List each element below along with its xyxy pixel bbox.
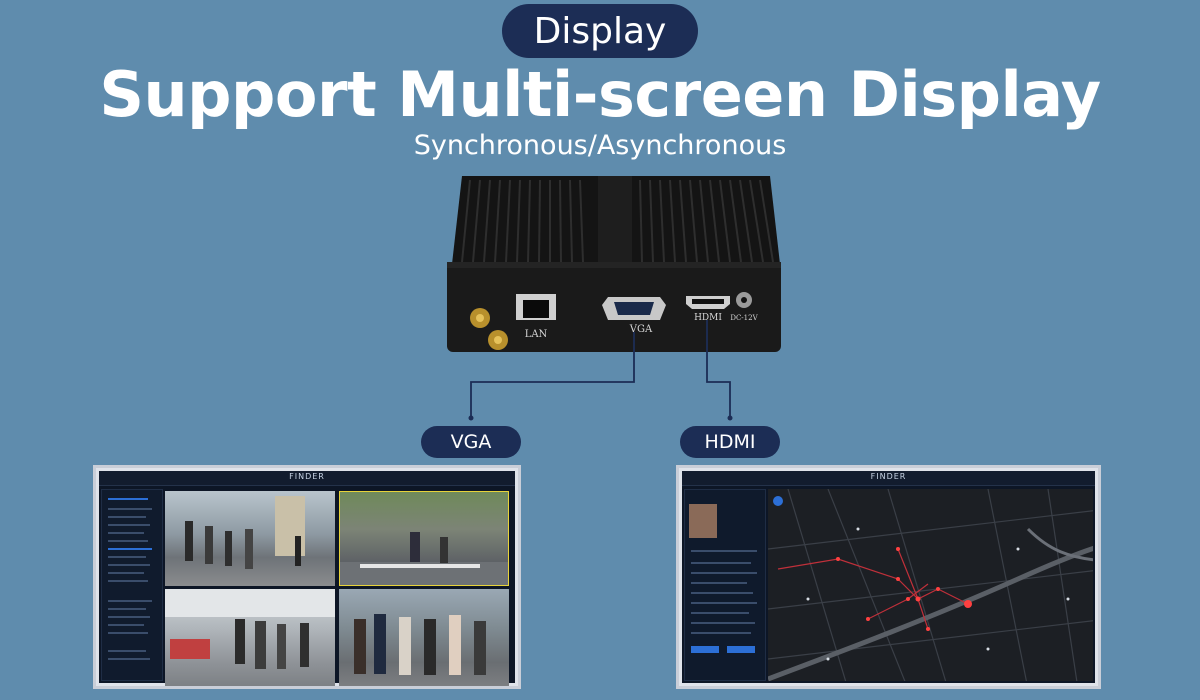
hdmi-port-label: HDMI bbox=[694, 313, 722, 323]
camera-feed bbox=[165, 491, 335, 586]
vga-screen-preview: FINDER bbox=[93, 465, 521, 689]
vga-output-label: VGA bbox=[421, 426, 521, 458]
map-app-screen: FINDER bbox=[682, 471, 1095, 683]
face-thumbnail bbox=[689, 504, 717, 538]
camera-list-sidebar bbox=[101, 489, 163, 681]
display-badge: Display bbox=[502, 4, 698, 58]
lan-port-label: LAN bbox=[525, 329, 548, 340]
app-brand: FINDER bbox=[289, 472, 325, 481]
track-map bbox=[768, 489, 1093, 681]
action-button[interactable] bbox=[691, 646, 719, 653]
headline: Support Multi-screen Display bbox=[99, 58, 1101, 131]
surveillance-app-screen: FINDER bbox=[99, 471, 515, 686]
hdmi-connector-line bbox=[706, 320, 731, 418]
search-panel bbox=[684, 489, 766, 681]
app-brand: FINDER bbox=[870, 472, 907, 481]
heatsink-center-channel bbox=[598, 176, 632, 270]
camera-feed bbox=[339, 491, 509, 586]
app-topbar: FINDER bbox=[682, 471, 1095, 486]
app-topbar: FINDER bbox=[99, 471, 515, 486]
camera-feed bbox=[339, 589, 509, 686]
subheadline: Synchronous/Asynchronous bbox=[413, 130, 787, 161]
vga-port-label: VGA bbox=[629, 324, 653, 335]
camera-feed bbox=[165, 589, 335, 686]
hdmi-output-label: HDMI bbox=[680, 426, 780, 458]
vga-connector-line bbox=[470, 332, 635, 418]
dc-port-label: DC-12V bbox=[730, 314, 758, 322]
hdmi-screen-preview: FINDER bbox=[676, 465, 1101, 689]
action-button[interactable] bbox=[727, 646, 755, 653]
